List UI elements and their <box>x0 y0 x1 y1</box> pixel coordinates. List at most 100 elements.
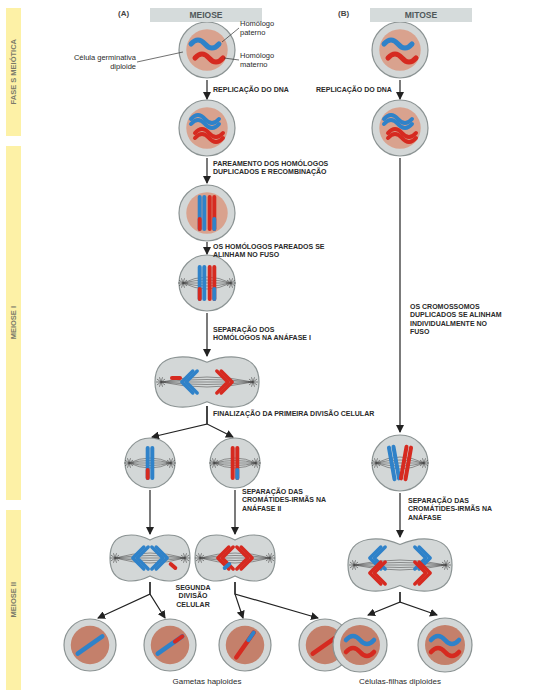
chromatid <box>212 197 216 229</box>
spindle-fiber <box>183 283 231 284</box>
chromatid-segment <box>212 219 216 229</box>
chromatid <box>195 54 223 62</box>
flow-arrow <box>206 313 207 356</box>
spindle-fiber <box>200 553 270 558</box>
chromatid-segment <box>248 633 253 640</box>
cell <box>418 618 472 672</box>
chromosome <box>236 633 253 658</box>
spindle-fiber <box>161 382 253 387</box>
aster-ray <box>159 377 161 382</box>
aster-ray <box>129 463 131 468</box>
spindle-fiber <box>376 457 424 463</box>
flow-arrow <box>150 582 165 618</box>
recombined-segment <box>199 289 200 299</box>
nucleus <box>186 107 227 148</box>
chromatid <box>191 40 219 48</box>
cell <box>371 435 429 491</box>
aster-ray <box>115 558 117 563</box>
aster-ray <box>214 463 216 468</box>
band-label: MEIOSE <box>189 10 222 20</box>
cell-membrane <box>348 539 452 591</box>
aster-ray <box>171 460 175 463</box>
spindle-fiber <box>115 558 185 563</box>
aster-ray <box>185 555 189 558</box>
flow-arrow <box>368 592 400 615</box>
aster-ray <box>157 382 161 385</box>
flow-arrow <box>98 582 150 618</box>
aster-ray <box>111 558 115 561</box>
aster-ray <box>266 558 270 561</box>
aster-ray <box>179 283 183 286</box>
phase-band: MEIOSE II <box>6 510 21 690</box>
nucleus <box>379 107 420 148</box>
dividing-cell <box>348 539 452 591</box>
cell-membrane <box>219 619 271 671</box>
step-label: OS CROMOSSOMOS DUPLICADOS SE ALINHAM IND… <box>410 303 505 337</box>
cell <box>178 255 236 311</box>
band-label: MITOSE <box>405 10 437 20</box>
aster-ray <box>127 458 129 463</box>
band-label: FASE S MEIÓTICA <box>9 39 18 104</box>
aster-ray <box>214 460 218 463</box>
leader-line <box>137 52 183 62</box>
aster-ray <box>167 463 171 466</box>
chromatid <box>202 267 206 299</box>
spindle-fiber <box>214 463 256 466</box>
chromatid <box>198 267 202 299</box>
nucleus <box>379 29 420 70</box>
chromatid <box>389 448 395 480</box>
spindle-fiber <box>200 556 270 559</box>
cell-membrane <box>418 618 472 672</box>
nucleus <box>186 192 227 233</box>
aster-ray <box>372 463 376 466</box>
aster-ray <box>376 463 378 468</box>
chromatid <box>186 371 197 393</box>
aster-ray <box>181 558 185 561</box>
spindle-fiber <box>129 458 171 463</box>
aster-ray <box>113 553 115 558</box>
chromosome <box>200 197 205 229</box>
chromatid-segment <box>171 564 176 568</box>
spindle-fiber <box>354 565 446 570</box>
cell-membrane <box>155 357 259 407</box>
aster-ray <box>231 280 235 283</box>
cell-membrane <box>333 618 387 672</box>
cell-membrane <box>195 535 275 581</box>
cell <box>179 100 235 156</box>
spindle-fiber <box>161 382 253 385</box>
nucleus <box>226 626 264 664</box>
spindle-fiber <box>129 463 171 466</box>
aster-ray <box>169 458 171 463</box>
cell-membrane <box>210 438 260 488</box>
chromosome <box>389 447 399 479</box>
aster-ray <box>270 558 272 563</box>
spindle-fiber <box>161 382 253 383</box>
recombined-segment <box>171 564 176 568</box>
cell-membrane <box>179 22 235 78</box>
callout-label: Homólogo materno <box>240 51 300 69</box>
step-label: SEGUNDA DIVISÃO CELULAR <box>165 584 221 609</box>
chromosome <box>210 267 215 299</box>
flow-arrow <box>206 158 207 183</box>
spindle-fiber <box>115 553 185 558</box>
chromatid <box>431 648 459 656</box>
chromatid <box>419 562 430 584</box>
aster-ray <box>422 458 424 463</box>
aster-ray <box>446 565 448 570</box>
aster-ray <box>420 463 424 466</box>
aster-ray <box>212 458 214 463</box>
aster-ray <box>252 463 256 466</box>
chromatid <box>222 547 233 569</box>
band-label: MEIOSE II <box>9 582 18 617</box>
recombined-segment <box>248 633 253 640</box>
chromatid <box>208 197 212 229</box>
chromosome <box>233 448 238 478</box>
aster-ray <box>198 553 200 558</box>
recombined-segment <box>147 470 148 478</box>
spindle-fiber <box>214 458 256 463</box>
aster-ray <box>129 460 133 463</box>
spindle-fiber <box>376 460 424 463</box>
aster-ray <box>185 558 187 563</box>
flow-arrow <box>235 582 318 618</box>
cell <box>144 619 196 671</box>
